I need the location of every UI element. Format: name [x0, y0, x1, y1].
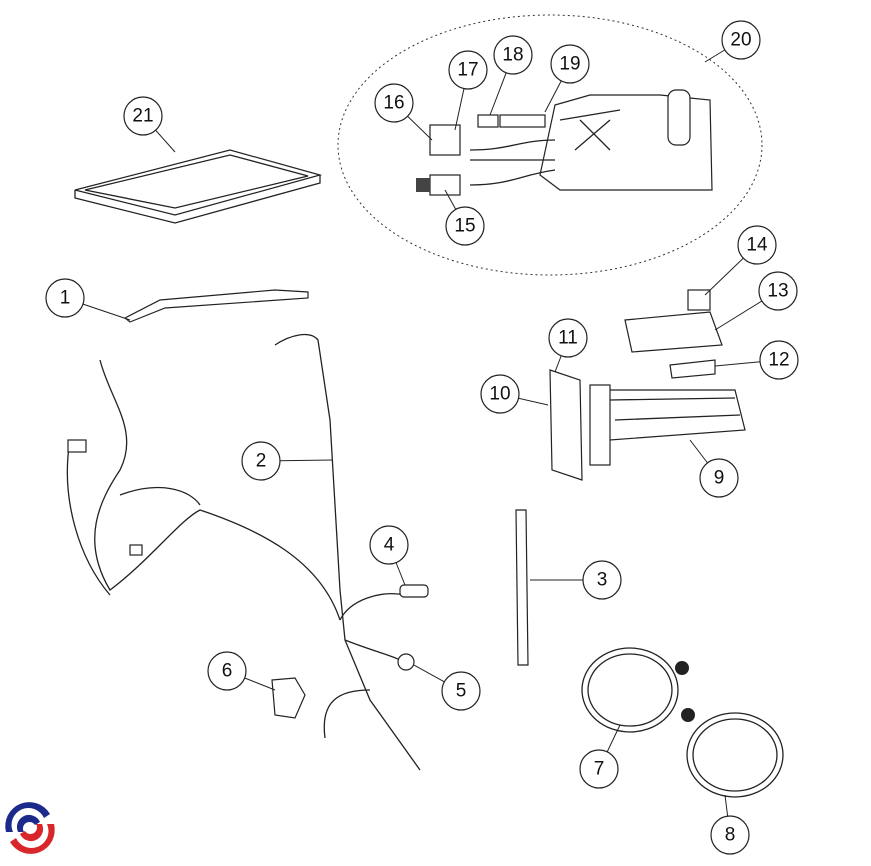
svg-text:3: 3 — [597, 570, 608, 591]
svg-text:18: 18 — [502, 45, 523, 66]
callout-6: 6 — [207, 651, 247, 691]
brand-logo — [5, 802, 55, 854]
svg-text:19: 19 — [559, 54, 580, 75]
svg-text:11: 11 — [558, 328, 578, 349]
part-1-control-board-rail — [123, 289, 309, 323]
part-5-thermistor — [397, 653, 415, 671]
callout-16: 16 — [374, 83, 414, 123]
assembly-20-outline — [337, 14, 763, 276]
svg-text:14: 14 — [746, 235, 768, 256]
callout-13: 13 — [758, 271, 798, 311]
part-12-siphon-cap — [669, 359, 716, 379]
svg-text:8: 8 — [725, 825, 736, 846]
svg-text:15: 15 — [454, 216, 475, 237]
part-10-11-dispenser-front — [549, 369, 583, 481]
callout-5: 5 — [441, 671, 481, 711]
callout-20: 20 — [721, 20, 761, 60]
part-14-cap — [687, 289, 711, 311]
callout-4: 4 — [369, 525, 409, 565]
callout-21: 21 — [123, 96, 163, 136]
svg-text:21: 21 — [132, 106, 153, 127]
part-3-bracket — [515, 509, 529, 666]
part-13-softener-cup — [624, 311, 723, 353]
svg-text:13: 13 — [767, 281, 788, 302]
svg-text:12: 12 — [768, 350, 789, 371]
part-6-door-lock — [271, 677, 306, 719]
callout-2: 2 — [241, 441, 281, 481]
callout-12: 12 — [759, 340, 799, 380]
callout-11: 11 — [548, 318, 588, 358]
callout-19: 19 — [550, 44, 590, 84]
callout-14: 14 — [737, 225, 777, 265]
svg-text:7: 7 — [594, 759, 605, 780]
svg-text:9: 9 — [714, 468, 725, 489]
svg-text:20: 20 — [730, 30, 751, 51]
callout-10: 10 — [480, 374, 520, 414]
callout-15: 15 — [445, 206, 485, 246]
svg-text:5: 5 — [456, 681, 467, 702]
part-20-water-inlet-assembly — [416, 89, 713, 196]
callout-17: 17 — [448, 50, 488, 90]
callout-9: 9 — [699, 458, 739, 498]
svg-text:16: 16 — [383, 93, 404, 114]
svg-text:10: 10 — [489, 384, 510, 405]
svg-text:4: 4 — [384, 535, 395, 556]
leader-lines — [64, 39, 780, 836]
part-7-inlet-hose — [581, 647, 689, 733]
svg-text:2: 2 — [256, 451, 267, 472]
part-2-wiring-harness — [66, 333, 421, 771]
part-4-sensor — [399, 584, 429, 598]
callout-8: 8 — [710, 815, 750, 855]
part-21-lid-frame — [74, 149, 323, 224]
svg-text:1: 1 — [60, 288, 71, 309]
svg-text:17: 17 — [457, 60, 478, 81]
callout-3: 3 — [582, 560, 622, 600]
part-9-detergent-dispenser — [589, 384, 746, 466]
callout-1: 1 — [45, 278, 85, 318]
callout-7: 7 — [579, 749, 619, 789]
part-8-inlet-hose — [681, 708, 784, 798]
svg-text:6: 6 — [222, 661, 233, 682]
callout-18: 18 — [493, 35, 533, 75]
